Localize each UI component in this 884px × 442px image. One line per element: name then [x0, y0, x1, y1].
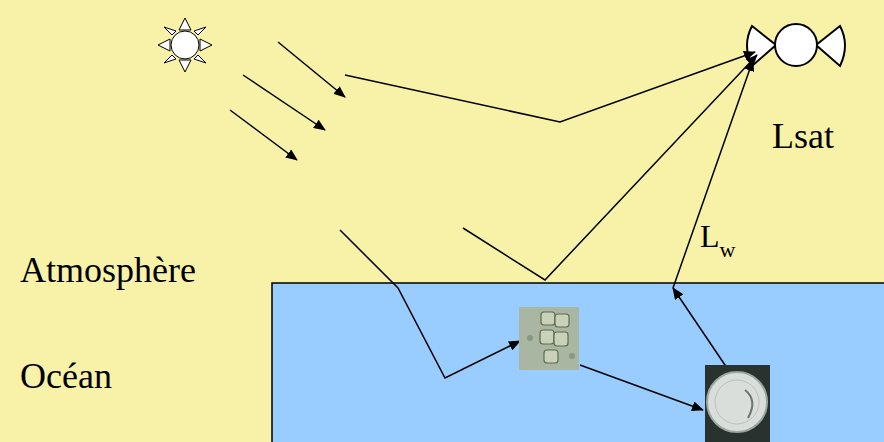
region-label: Océan	[20, 358, 112, 394]
water-leaving-path	[673, 60, 753, 288]
radiance-label: Lsat	[772, 118, 834, 154]
sun-ray	[278, 42, 345, 97]
water-path	[580, 365, 703, 410]
phytoplankton-picture	[519, 307, 579, 370]
satellite-icon	[747, 24, 845, 66]
zooplankton-picture	[705, 365, 770, 442]
ocean-body	[272, 283, 884, 442]
sun-ray	[243, 75, 325, 130]
water-path	[340, 230, 520, 378]
surface-path	[463, 55, 757, 280]
sun-icon	[158, 18, 212, 72]
atmosphere-path	[345, 52, 755, 122]
radiance-label: Lw	[700, 220, 735, 261]
region-label: Atmosphère	[20, 252, 196, 288]
water-path	[673, 288, 727, 368]
sun-ray	[230, 110, 297, 160]
